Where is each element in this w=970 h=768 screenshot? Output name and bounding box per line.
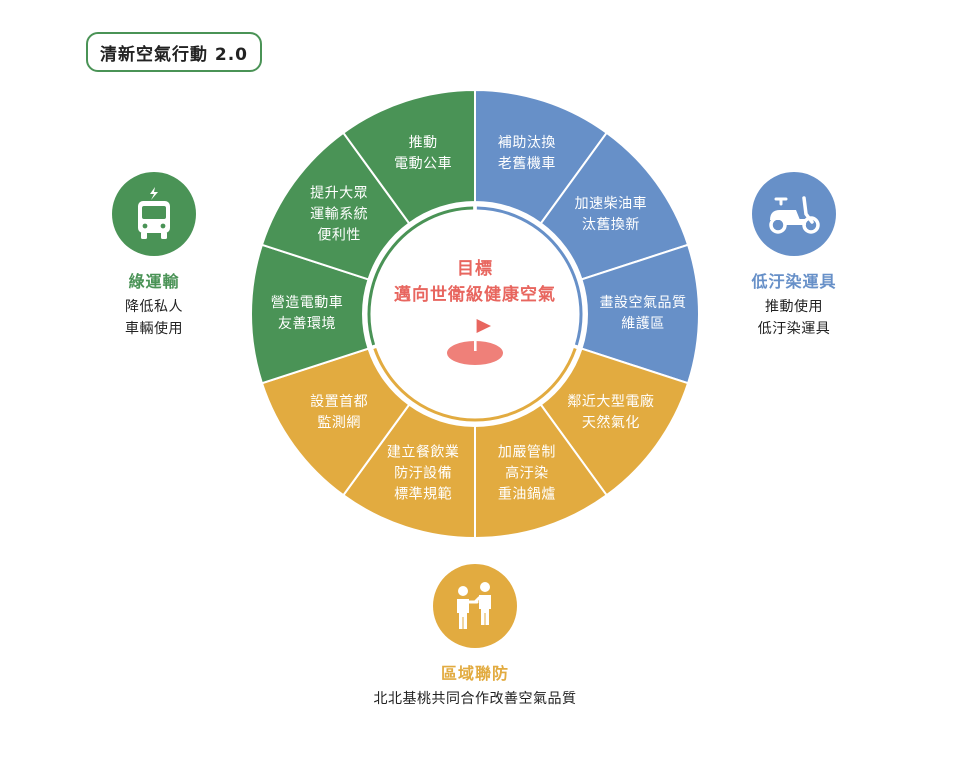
segment-label: 畫設空氣品質 維護區 bbox=[599, 295, 687, 332]
inner-ring-blue bbox=[476, 206, 583, 346]
center-disc bbox=[364, 203, 586, 425]
category-low-pollution-vehicles: 低汙染運具 推動使用 低汙染運具 bbox=[732, 172, 856, 340]
category-name: 區域聯防 bbox=[440, 664, 509, 683]
page-title: 清新空氣行動 2.0 bbox=[86, 32, 262, 72]
segment-label: 加速柴油車 汰舊換新 bbox=[574, 196, 648, 234]
people-cooperation-icon bbox=[457, 582, 491, 629]
category-name: 綠運輸 bbox=[128, 272, 180, 291]
category-desc: 降低私人 車輛使用 bbox=[125, 299, 183, 337]
golf-flag-icon bbox=[447, 319, 503, 365]
category-desc: 推動使用 低汙染運具 bbox=[757, 299, 831, 337]
segment-label: 加嚴管制 高汙染 重油鍋爐 bbox=[497, 444, 556, 503]
segment-label: 營造電動車 友善環境 bbox=[270, 295, 344, 332]
segment-label: 補助汰換 老舊機車 bbox=[497, 135, 556, 173]
category-name: 低汙染運具 bbox=[751, 272, 837, 291]
inner-ring-green bbox=[367, 206, 474, 346]
inner-ring-yellow bbox=[373, 348, 577, 422]
category-desc: 北北基桃共同合作改善空氣品質 bbox=[373, 691, 577, 707]
center-goal: 目標 邁向世衛級健康空氣 bbox=[394, 256, 556, 308]
segment-label: 提升大眾 運輸系統 便利性 bbox=[310, 185, 369, 244]
blue-circle bbox=[752, 172, 836, 256]
category-green-transport: 綠運輸 降低私人 車輛使用 bbox=[94, 172, 214, 340]
scooter-icon bbox=[769, 196, 820, 234]
category-regional-defense: 區域聯防 北北基桃共同合作改善空氣品質 bbox=[335, 564, 615, 710]
green-circle bbox=[112, 172, 196, 256]
segment-label: 鄰近大型電廠 天然氣化 bbox=[567, 393, 655, 431]
segment-label: 推動 電動公車 bbox=[394, 135, 453, 173]
goal-text: 邁向世衛級健康空氣 bbox=[394, 285, 556, 305]
segment-label: 建立餐飲業 防汙設備 標準規範 bbox=[386, 444, 460, 503]
segment-label: 設置首都 監測網 bbox=[310, 393, 369, 431]
wheel-segment-10 bbox=[341, 88, 476, 225]
goal-heading: 目標 bbox=[457, 259, 493, 279]
electric-bus-icon bbox=[138, 187, 170, 239]
yellow-circle bbox=[433, 564, 517, 648]
